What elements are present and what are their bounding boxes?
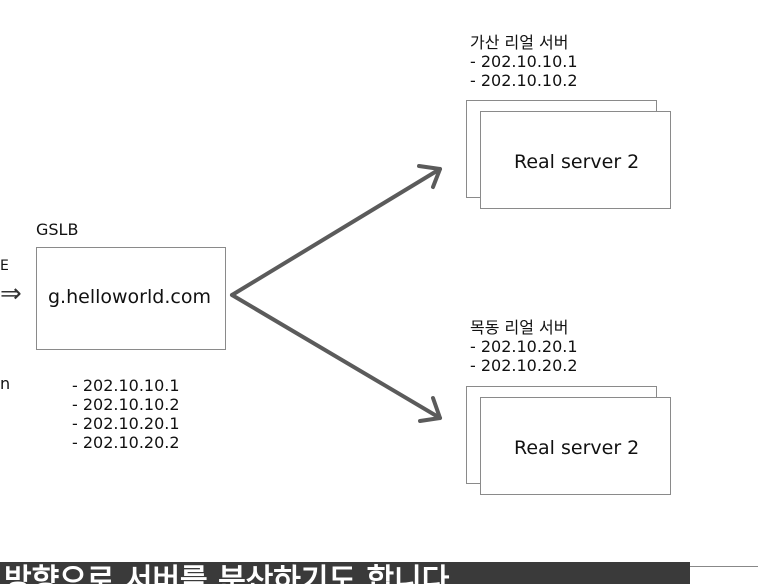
gslb-domain: g.helloworld.com: [48, 286, 211, 308]
gslb-ip-list: - 202.10.10.1 - 202.10.10.2 - 202.10.20.…: [72, 376, 180, 452]
top-server-ip: - 202.10.10.1: [470, 52, 578, 71]
caption-text: 방향으로 서버를 분산하기도 합니다: [4, 563, 450, 584]
top-server-title: 가산 리얼 서버: [470, 33, 569, 52]
arrow-to-top-server: [230, 167, 442, 297]
top-server-ip: - 202.10.10.2: [470, 71, 578, 90]
gslb-label: GSLB: [36, 220, 79, 239]
left-fragment-top: E: [0, 258, 9, 274]
top-server-box: [480, 111, 671, 209]
top-server-info: 가산 리얼 서버 - 202.10.10.1 - 202.10.10.2: [470, 33, 578, 90]
caption-bar: 방향으로 서버를 분산하기도 합니다: [0, 562, 690, 584]
bottom-server-title: 목동 리얼 서버: [470, 318, 569, 337]
gslb-ip: - 202.10.10.2: [72, 395, 180, 414]
gslb-ip: - 202.10.10.1: [72, 376, 180, 395]
bottom-server-ip: - 202.10.20.1: [470, 337, 578, 356]
bottom-server-box: [480, 397, 671, 495]
gslb-ip: - 202.10.20.1: [72, 414, 180, 433]
bottom-server-label: Real server 2: [514, 437, 640, 459]
bottom-server-ip: - 202.10.20.2: [470, 356, 578, 375]
left-fragment-text: n: [0, 374, 11, 393]
gslb-box: [36, 247, 226, 350]
double-arrow-icon: ⇒: [0, 279, 22, 309]
bottom-server-info: 목동 리얼 서버 - 202.10.20.1 - 202.10.20.2: [470, 318, 578, 375]
top-server-label: Real server 2: [514, 151, 640, 173]
arrow-to-bottom-server: [230, 293, 442, 420]
divider-line: [690, 566, 758, 567]
gslb-ip: - 202.10.20.2: [72, 433, 180, 452]
